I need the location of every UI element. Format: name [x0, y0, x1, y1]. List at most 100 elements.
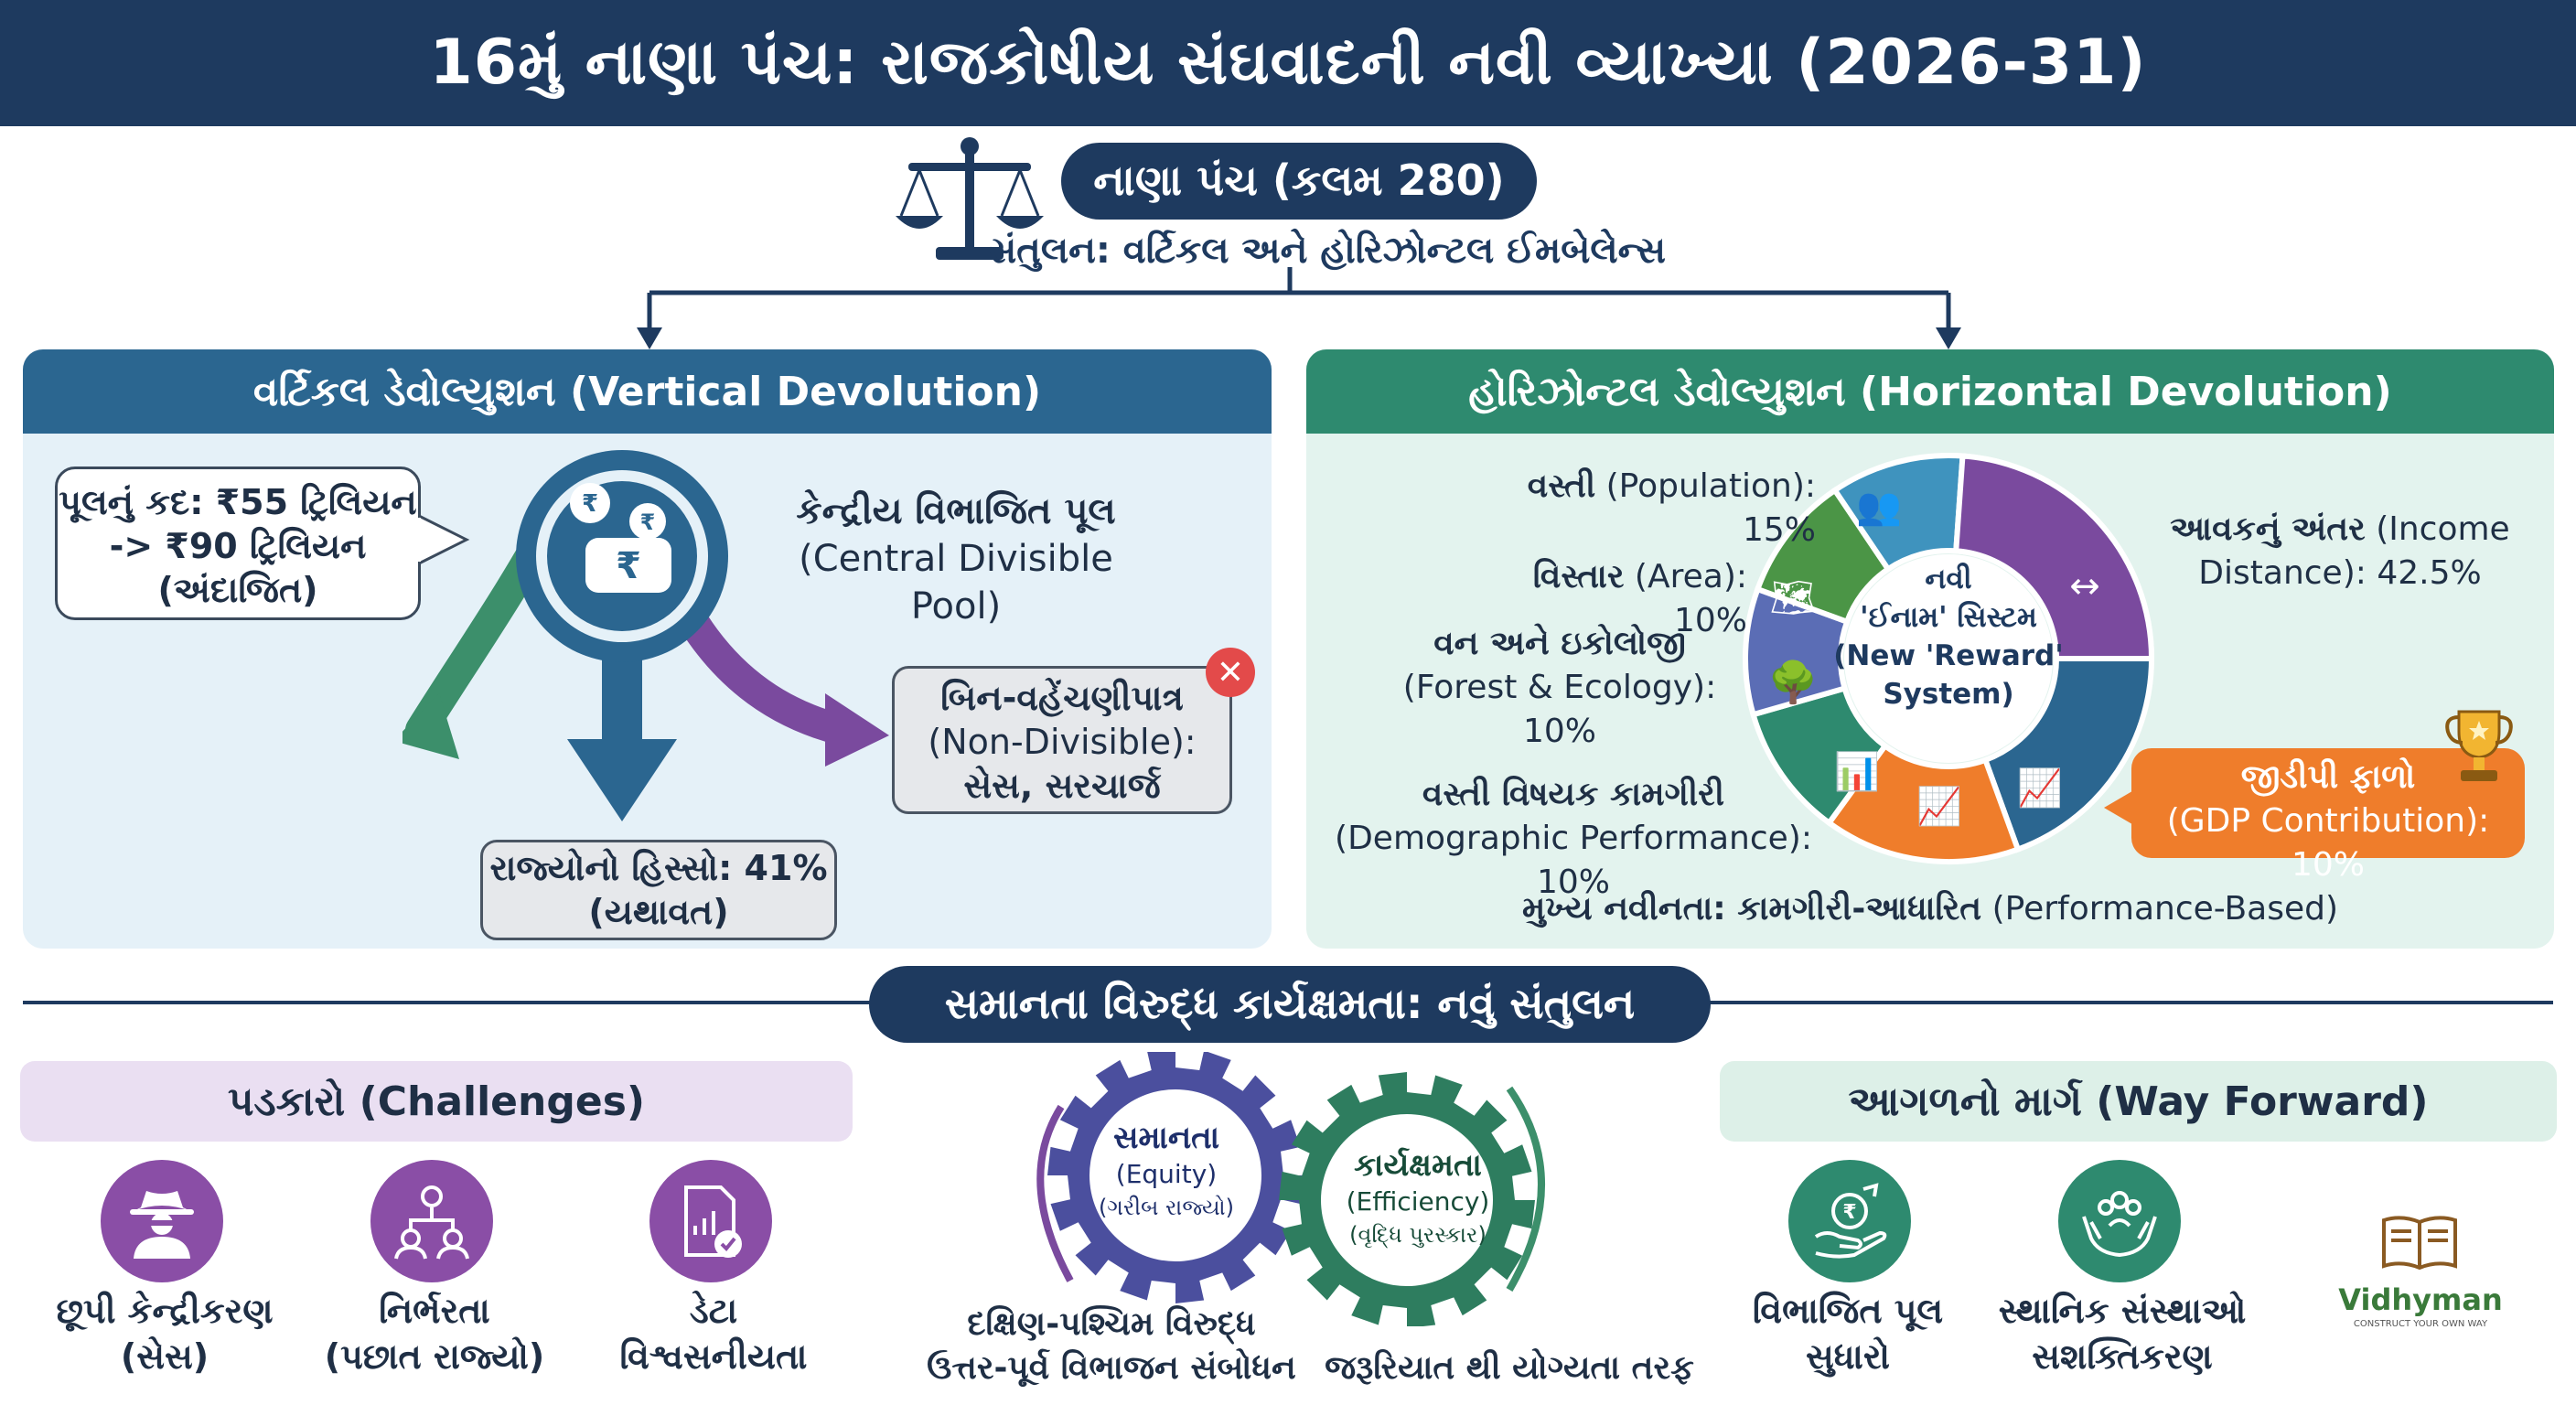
- challenge-3-line2: વિશ્વસનીયતા: [619, 1336, 808, 1377]
- nondiv-line2: (Non-Divisible):: [928, 722, 1197, 762]
- challenge-2-line2: (પછાત રાજ્યો): [324, 1336, 545, 1377]
- demo-gu: વસ્તી વિષયક કામગીરી: [1422, 776, 1725, 813]
- center-line3: (New 'Reward': [1833, 639, 2064, 672]
- close-icon: ✕: [1206, 648, 1255, 697]
- income-distance-label: આવકનું અંતર (Income Distance): 42.5%: [2148, 508, 2532, 595]
- efficiency-rotation-arrow: [1506, 1086, 1545, 1292]
- way-1-line1: વિભાજિત પૂલ: [1752, 1291, 1944, 1331]
- forest-en: (Forest & Ecology): 10%: [1402, 669, 1717, 750]
- caption-left-line2: ઉત્તર-પૂર્વ વિભાજન સંબોધન: [927, 1349, 1296, 1387]
- state-share-line1: રાજ્યોનો હિસ્સો: 41%: [489, 848, 828, 888]
- challenge-data-reliability: ડેટા વિશ્વસનીયતા: [595, 1288, 832, 1379]
- gears-caption-right: જરૂરિયાત થી યોગ્યતા તરફ: [1325, 1349, 1694, 1387]
- state-share-line2: (યથાવત): [588, 892, 729, 932]
- donut-segment-population: [1953, 453, 2155, 661]
- pool-size-line3: (અંદાજિત): [157, 570, 318, 610]
- way-2-line2: સશક્તિકરણ: [2032, 1336, 2213, 1377]
- donut-center: [1844, 554, 2053, 763]
- center-line1: નવી: [1925, 563, 1972, 595]
- innovation-en: (Performance-Based): [1991, 890, 2339, 928]
- efficiency-line1: કાર્યક્ષમતા: [1354, 1147, 1482, 1184]
- svg-text:₹: ₹: [1842, 1201, 1856, 1224]
- challenges-header: પડકારો (Challenges): [20, 1061, 853, 1142]
- caption-left-line1: દક્ષિણ-પશ્ચિમ વિરુદ્ધ: [967, 1305, 1256, 1343]
- efficiency-line3: (વૃદ્ધિ પુરસ્કાર): [1349, 1222, 1487, 1248]
- equity-line2: (Equity): [1115, 1159, 1218, 1189]
- efficiency-gear-hub: [1321, 1114, 1493, 1286]
- income-en2: Distance): 42.5%: [2198, 554, 2482, 592]
- scale-icon: [896, 137, 1044, 260]
- population-en: (Population): 15%: [1605, 467, 1816, 549]
- horizontal-header: હોરિઝોન્ટલ ડેવોલ્યુશન (Horizontal Devolu…: [1306, 349, 2554, 434]
- svg-text:₹: ₹: [582, 490, 598, 518]
- branch-arrows: [637, 267, 1961, 349]
- way-pool-reform: વિભાજિત પૂલ સુધારો: [1711, 1288, 1985, 1379]
- innovation-gu: મુખ્ય નવીનતા: કામગીરી-આધારિત: [1521, 890, 1982, 928]
- demo-en: (Demographic Performance): 10%: [1335, 820, 1812, 901]
- area-en: (Area): 10%: [1634, 558, 1747, 639]
- way-2-line1: સ્થાનિક સંસ્થાઓ: [1998, 1291, 2247, 1331]
- empower-hands-icon: [2058, 1160, 2181, 1282]
- demographic-label: વસ્તી વિષયક કામગીરી (Demographic Perform…: [1317, 773, 1830, 905]
- pool-size-callout: પૂલનું કદ: ₹55 ટ્રિલિયન -> ₹90 ટ્રિલિયન …: [55, 467, 421, 620]
- brand-name: Vidhyman: [2338, 1282, 2503, 1317]
- book-logo-icon: [2382, 1216, 2457, 1271]
- distance-arrow-icon: ↔: [2069, 565, 2100, 607]
- people-icon: 👥: [1856, 486, 1902, 528]
- trend-up-icon: 📈: [2017, 767, 2063, 810]
- income-gu: આવકનું અંતર: [2170, 510, 2366, 548]
- trophy-icon: [2445, 710, 2513, 781]
- reward-system-donut: [1743, 452, 2155, 864]
- bar-chart-icon: 📊: [1834, 751, 1880, 793]
- equity-gear-label: સમાનતા (Equity) (ગરીબ રાજ્યો): [1061, 1118, 1272, 1224]
- callout-pointer: [417, 514, 470, 565]
- gdp-callout: [2131, 748, 2525, 858]
- efficiency-line2: (Efficiency): [1346, 1186, 1490, 1217]
- equity-line1: સમાનતા: [1112, 1120, 1220, 1156]
- gdp-pointer: [2104, 788, 2137, 827]
- gears-caption-left: દક્ષિણ-પશ્ચિમ વિરુદ્ધ ઉત્તર-પૂર્વ વિભાજન…: [906, 1303, 1317, 1390]
- finance-commission-pill: નાણા પંચ (કલમ 280): [1061, 143, 1537, 220]
- vertical-header: વર્ટિકલ ડેવોલ્યુશન (Vertical Devolution): [23, 349, 1272, 434]
- tree-icon: 🌳: [1767, 660, 1819, 706]
- income-en1: (Income: [2376, 510, 2510, 548]
- way-local-bodies: સ્થાનિક સંસ્થાઓ સશક્તિકરણ: [1976, 1288, 2269, 1379]
- gdp-en: (GDP Contribution): 10%: [2166, 802, 2490, 884]
- hierarchy-icon: [370, 1160, 493, 1282]
- gdp-gu: જીડીપી ફાળો: [2240, 758, 2416, 796]
- equity-line3: (ગરીબ રાજ્યો): [1098, 1195, 1235, 1220]
- forest-label: વન અને ઇકોલોજી (Forest & Ecology): 10%: [1377, 622, 1743, 754]
- reward-system-center: નવી 'ઈનામ' સિસ્ટમ (New 'Reward' System): [1825, 560, 2072, 713]
- pool-reform-icon: ₹: [1788, 1160, 1911, 1282]
- growth-chart-icon: 📈: [1916, 786, 1962, 828]
- way-1-line2: સુધારો: [1805, 1336, 1891, 1377]
- challenge-centralization: છૂપી કેન્દ્રીકરણ (સેસ): [37, 1288, 293, 1379]
- cdp-label-gu: કેન્દ્રીય વિભાજિત પૂલ: [796, 490, 1116, 532]
- divisible-pool-diagram: ₹ ₹ ₹: [402, 450, 889, 821]
- cdp-label: કેન્દ્રીય વિભાજિત પૂલ (Central Divisible…: [773, 488, 1139, 630]
- data-report-icon: [649, 1160, 772, 1282]
- area-label: વિસ્તાર (Area): 10%: [1450, 555, 1747, 643]
- balance-pill: સમાનતા વિરુદ્ધ કાર્યક્ષમતા: નવું સંતુલન: [869, 966, 1711, 1043]
- pool-size-line2: -> ₹90 ટ્રિલિયન: [109, 526, 367, 566]
- area-gu: વિસ્તાર: [1532, 558, 1625, 595]
- challenge-dependence: નિર્ભરતા (પછાત રાજ્યો): [311, 1288, 558, 1379]
- forest-gu: વન અને ઇકોલોજી: [1433, 625, 1686, 662]
- pool-size-line1: પૂલનું કદ: ₹55 ટ્રિલિયન: [59, 482, 417, 522]
- center-line2: 'ઈનામ' સિસ્ટમ: [1860, 601, 2037, 634]
- svg-text:₹: ₹: [616, 545, 641, 587]
- challenge-1-line2: (સેસ): [120, 1336, 209, 1377]
- state-share-box: રાજ્યોનો હિસ્સો: 41% (યથાવત): [480, 840, 837, 940]
- challenge-1-line1: છૂપી કેન્દ્રીકરણ: [56, 1291, 274, 1331]
- cdp-label-en: (Central Divisible Pool): [799, 538, 1113, 627]
- gdp-label: જીડીપી ફાળો (GDP Contribution): 10%: [2131, 756, 2525, 887]
- equity-rotation-arrow: [1036, 1104, 1074, 1282]
- spy-icon: [101, 1160, 223, 1282]
- way-forward-header: આગળનો માર્ગ (Way Forward): [1720, 1061, 2557, 1142]
- non-divisible-box: બિન-વહેંચણીપાત્ર (Non-Divisible): સેસ, સ…: [892, 666, 1232, 814]
- efficiency-gear-label: કાર્યક્ષમતા (Efficiency) (વૃદ્ધિ પુરસ્કા…: [1308, 1145, 1528, 1251]
- challenge-2-line1: નિર્ભરતા: [379, 1291, 490, 1331]
- center-line4: System): [1883, 678, 2014, 711]
- commission-subtitle: સંતુલન: વર્ટિકલ અને હોરિઝોન્ટલ ઈમબેલેન્સ: [986, 230, 1667, 272]
- donut-segment-gdp: [1825, 742, 2022, 864]
